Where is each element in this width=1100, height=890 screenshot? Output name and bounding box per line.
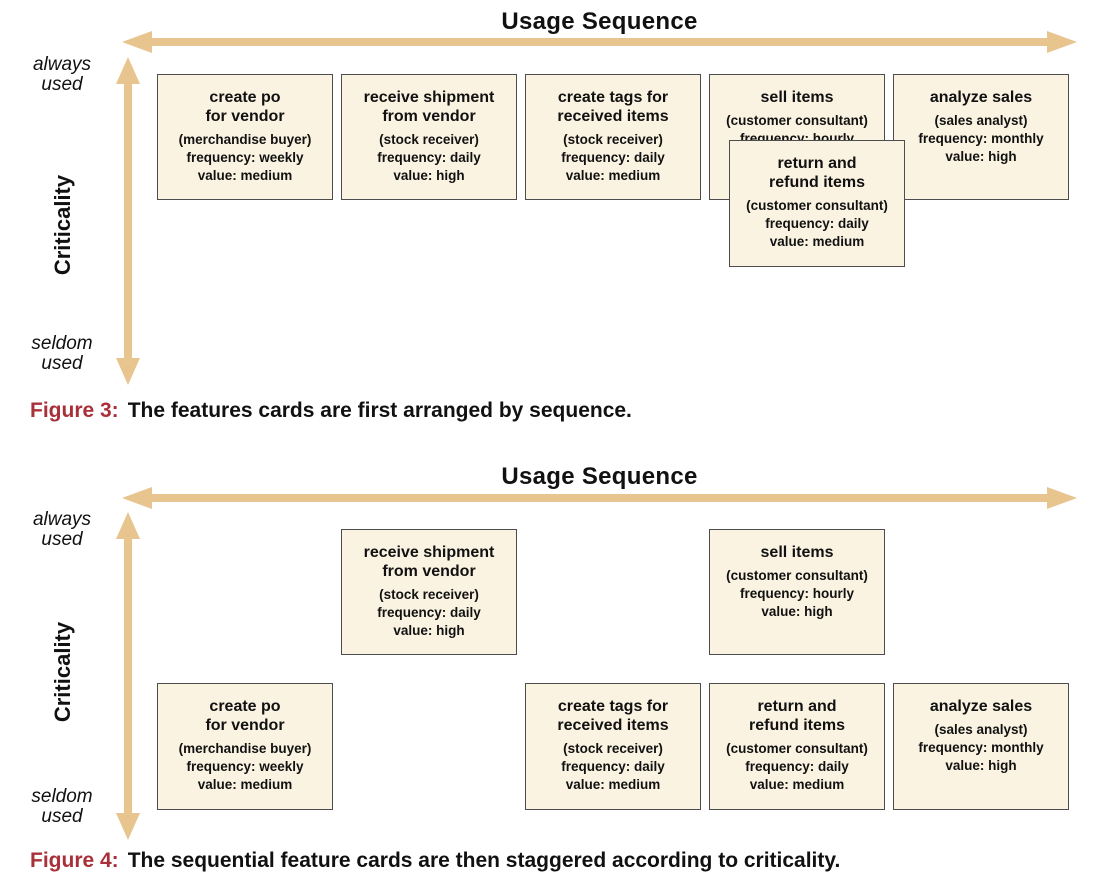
down-arrowhead-icon: [116, 813, 140, 840]
feature-card-create-tags: create tags for received items (stock re…: [525, 74, 701, 200]
card-title: create po for vendor: [205, 698, 285, 734]
seldom-used-label: seldom used: [31, 333, 93, 374]
card-frequency: frequency: weekly: [186, 150, 304, 165]
card-role: (sales analyst): [934, 113, 1028, 128]
feature-card-return-refund: return and refund items (customer consul…: [729, 140, 905, 267]
card-role: (merchandise buyer): [178, 741, 312, 756]
left-arrowhead-icon: [122, 487, 152, 509]
criticality-axis-arrow: [116, 57, 140, 385]
arrow-bar: [124, 81, 132, 361]
card-role: (customer consultant): [726, 568, 868, 583]
card-value: value: high: [761, 604, 833, 619]
figure3-caption-text: The features cards are first arranged by…: [127, 399, 632, 422]
card-frequency: frequency: daily: [745, 759, 849, 774]
card-role: (customer consultant): [746, 198, 888, 213]
card-value: value: medium: [197, 168, 293, 183]
figure3-caption-label: Figure 3:: [30, 399, 119, 422]
card-frequency: frequency: weekly: [186, 759, 304, 774]
card-value: value: medium: [565, 168, 661, 183]
card-title: sell items: [760, 89, 834, 106]
card-frequency: frequency: hourly: [739, 586, 855, 601]
card-role: (stock receiver): [563, 132, 663, 147]
always-used-label: always used: [32, 54, 92, 95]
feature-card-return-refund: return and refund items (customer consul…: [709, 683, 885, 810]
left-arrowhead-icon: [122, 31, 152, 53]
card-role: (customer consultant): [726, 113, 868, 128]
card-title: create po for vendor: [205, 89, 285, 125]
criticality-label: Criticality: [50, 621, 75, 723]
card-value: value: medium: [565, 777, 661, 792]
feature-card-create-po: create po for vendor (merchandise buyer)…: [157, 74, 333, 200]
card-title: create tags for received items: [557, 698, 669, 734]
arrow-bar: [148, 38, 1051, 46]
card-title: analyze sales: [929, 89, 1033, 106]
usage-sequence-arrow: [122, 487, 1077, 509]
card-frequency: frequency: monthly: [918, 131, 1044, 146]
feature-card-create-po: create po for vendor (merchandise buyer)…: [157, 683, 333, 810]
feature-card-sell-items: sell items (customer consultant) frequen…: [709, 529, 885, 655]
usage-sequence-title: Usage Sequence: [501, 463, 698, 490]
card-frequency: frequency: daily: [377, 150, 481, 165]
card-title: return and refund items: [768, 155, 865, 191]
card-role: (customer consultant): [726, 741, 868, 756]
card-value: value: medium: [197, 777, 293, 792]
card-frequency: frequency: monthly: [918, 740, 1044, 755]
feature-card-receive-shipment: receive shipment from vendor (stock rece…: [341, 529, 517, 655]
card-frequency: frequency: daily: [561, 759, 665, 774]
card-role: (stock receiver): [379, 132, 479, 147]
card-value: value: medium: [769, 234, 865, 249]
card-title: analyze sales: [929, 698, 1033, 715]
up-arrowhead-icon: [116, 512, 140, 539]
card-frequency: frequency: daily: [377, 605, 481, 620]
figure4-caption-text: The sequential feature cards are then st…: [127, 849, 841, 872]
card-frequency: frequency: daily: [765, 216, 869, 231]
down-arrowhead-icon: [116, 358, 140, 385]
card-title: return and refund items: [748, 698, 845, 734]
card-title: create tags for received items: [557, 89, 669, 125]
usage-sequence-arrow: [122, 31, 1077, 53]
card-value: value: high: [945, 149, 1017, 164]
figure3-caption: Figure 3: The features cards are first ar…: [30, 399, 632, 423]
up-arrowhead-icon: [116, 57, 140, 84]
card-title: sell items: [760, 544, 834, 561]
seldom-used-label: seldom used: [31, 786, 93, 827]
feature-card-create-tags: create tags for received items (stock re…: [525, 683, 701, 810]
right-arrowhead-icon: [1047, 31, 1077, 53]
always-used-label: always used: [32, 509, 92, 550]
card-title: receive shipment from vendor: [363, 544, 495, 580]
usage-sequence-title: Usage Sequence: [501, 8, 698, 35]
feature-card-receive-shipment: receive shipment from vendor (stock rece…: [341, 74, 517, 200]
card-title: receive shipment from vendor: [363, 89, 495, 125]
figure4-caption: Figure 4: The sequential feature cards ar…: [30, 849, 840, 873]
card-value: value: medium: [749, 777, 845, 792]
figure4-caption-label: Figure 4:: [30, 849, 119, 872]
feature-card-analyze-sales: analyze sales (sales analyst) frequency:…: [893, 74, 1069, 200]
right-arrowhead-icon: [1047, 487, 1077, 509]
feature-card-analyze-sales: analyze sales (sales analyst) frequency:…: [893, 683, 1069, 810]
card-role: (stock receiver): [379, 587, 479, 602]
card-frequency: frequency: daily: [561, 150, 665, 165]
card-value: value: high: [393, 168, 465, 183]
card-role: (stock receiver): [563, 741, 663, 756]
card-value: value: high: [945, 758, 1017, 773]
card-role: (merchandise buyer): [178, 132, 312, 147]
card-role: (sales analyst): [934, 722, 1028, 737]
arrow-bar: [148, 494, 1051, 502]
card-value: value: high: [393, 623, 465, 638]
criticality-axis-arrow: [116, 512, 140, 840]
arrow-bar: [124, 536, 132, 816]
